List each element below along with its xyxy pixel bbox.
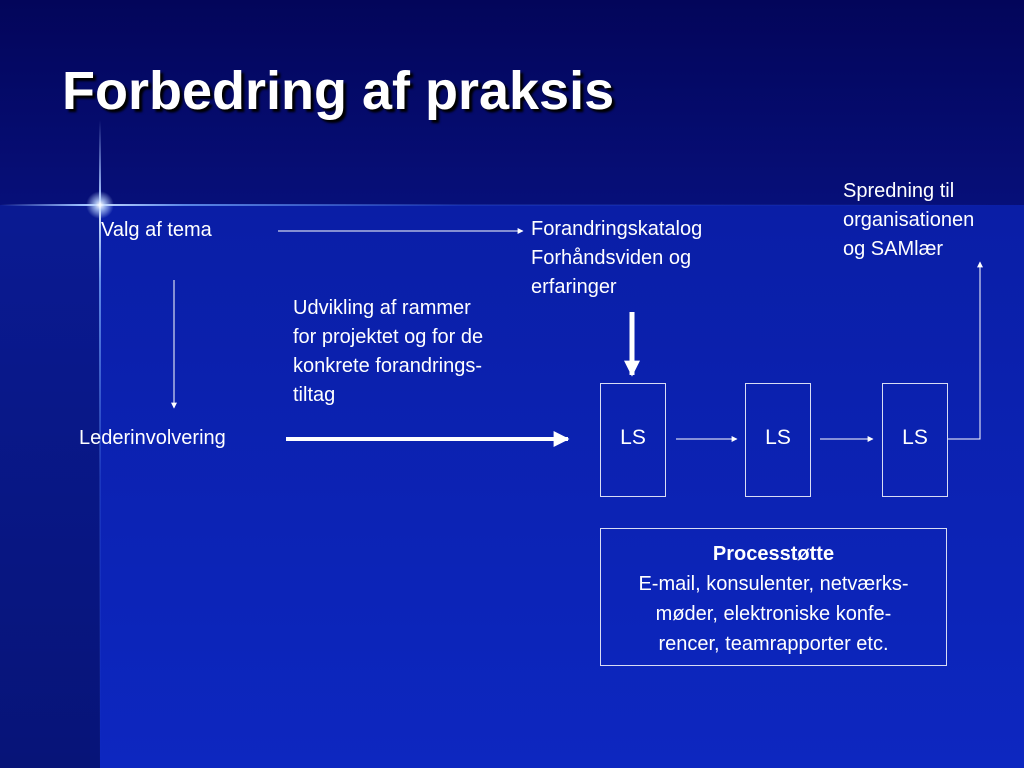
decorative-vertical-line [99,120,101,768]
ls-box-1: LS [600,383,666,497]
forandringskatalog-line-3: erfaringer [531,276,617,298]
udvikling-line-2: for projektet og for de [293,326,484,348]
left-band [0,205,100,768]
spredning-line-1: Spredning til [843,180,955,202]
node-valg-af-tema: Valg af tema [101,219,212,241]
arrow-ls3-to-spredning [948,261,983,440]
ls-box-1-label: LS [620,426,646,449]
processtotte-line-2: møder, elektroniske konfe- [655,603,892,625]
processtotte-line-3: rencer, teamrapporter etc. [658,633,889,655]
ls-box-3: LS [882,383,948,497]
node-forandringskatalog: Forandringskatalog Forhåndsviden og erfa… [531,215,702,302]
processtotte-line-1: E-mail, konsulenter, netværks- [638,573,909,595]
node-spredning: Spredning til organisationen og SAMlær [843,177,974,264]
udvikling-line-1: Udvikling af rammer [293,297,471,319]
ls-box-2: LS [745,383,811,497]
spredning-line-2: organisationen [843,209,975,231]
slide-title: Forbedring af praksis [62,61,615,121]
ls-box-2-label: LS [765,426,791,449]
processtotte-title: Processtøtte [712,543,835,565]
udvikling-line-3: konkrete forandrings- [293,355,482,377]
spredning-line-3: og SAMlær [843,238,944,260]
forandringskatalog-line-2: Forhåndsviden og [531,247,692,269]
node-lederinvolvering: Lederinvolvering [79,427,226,449]
decorative-horizontal-line [0,204,1024,206]
processtotte-box: Processtøtte E-mail, konsulenter, netvær… [600,528,947,666]
node-udvikling: Udvikling af rammer for projektet og for… [293,294,483,410]
forandringskatalog-line-1: Forandringskatalog [531,218,703,240]
content-panel [100,205,1024,768]
decorative-star-icon [86,191,114,219]
ls-box-3-label: LS [902,426,928,449]
udvikling-line-4: tiltag [293,384,336,406]
